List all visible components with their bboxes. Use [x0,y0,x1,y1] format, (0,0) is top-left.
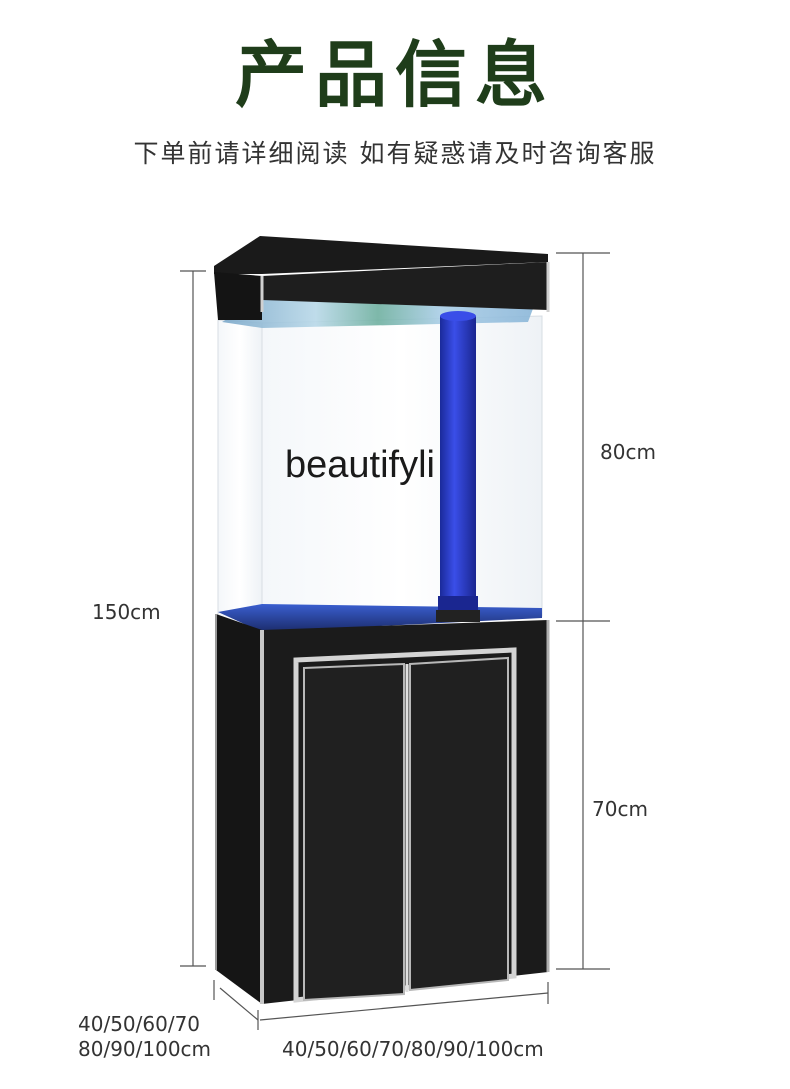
cabinet [215,614,550,1004]
dimension-width: 40/50/60/70/80/90/100cm [282,1037,544,1061]
tank-lid [214,236,550,320]
watermark-text: beautifyli [285,444,435,486]
glass-tank [217,319,263,631]
height-segment-lines [556,252,610,970]
dimension-depth-line1: 40/50/60/70 [78,1012,201,1036]
depth-width-lines [213,980,549,1030]
dimension-depth-line2: 80/90/100cm [78,1037,212,1061]
dimension-cabinet-height: 70cm [592,797,648,821]
page-title: 产品信息 [234,33,555,117]
dimension-total-height: 150cm [92,600,161,624]
overflow-pipe [436,311,480,622]
page-subtitle: 下单前请详细阅读 如有疑惑请及时咨询客服 [133,139,657,168]
height-total-line [180,270,206,967]
dimension-tank-height: 80cm [600,440,656,464]
